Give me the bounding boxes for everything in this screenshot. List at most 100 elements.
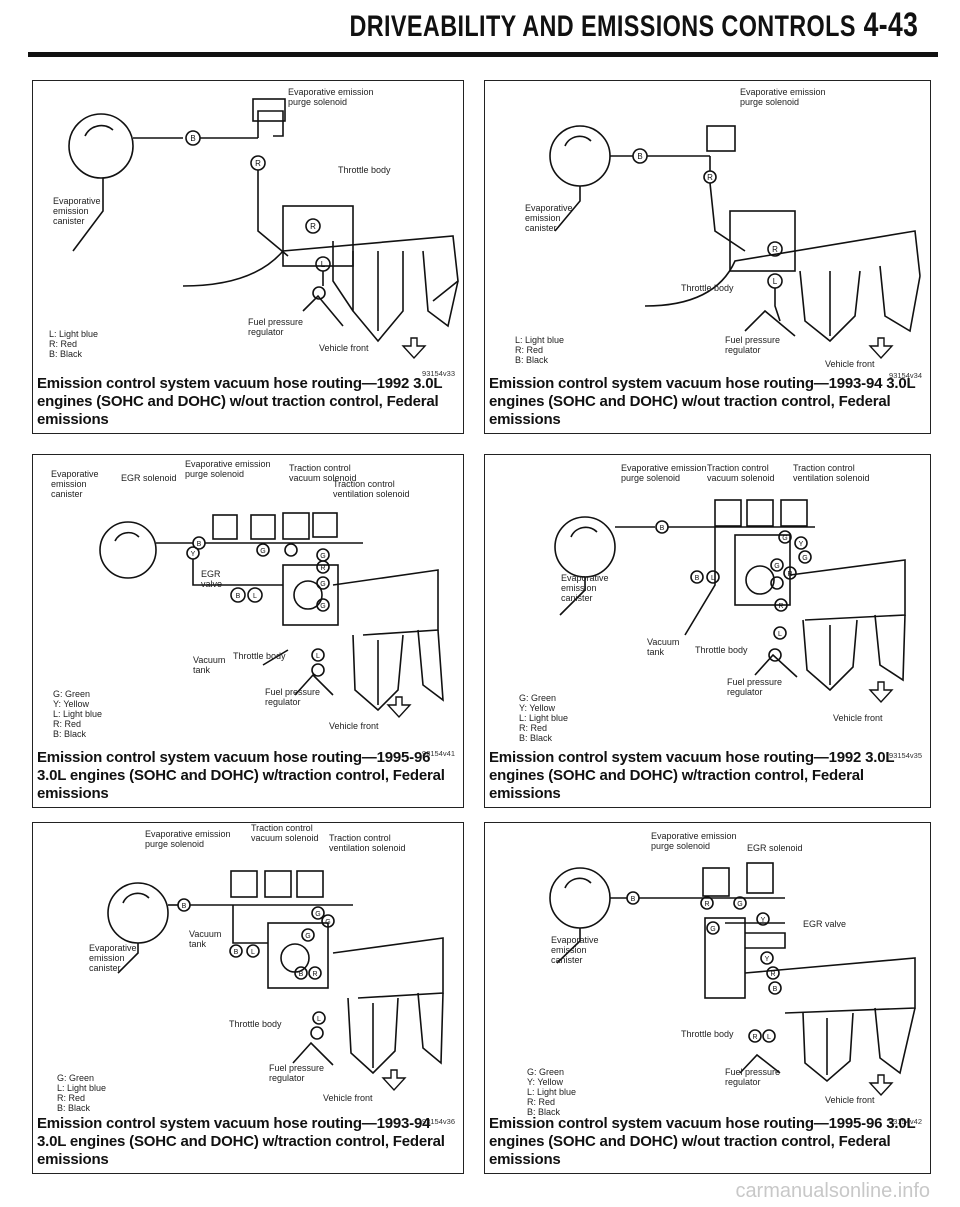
label-purge-solenoid: Evaporative emission purge solenoid: [185, 459, 271, 479]
label-vehicle-front: Vehicle front: [825, 1095, 875, 1105]
legend-item: R: Red: [57, 1093, 86, 1103]
legend-item: L: Light blue: [519, 713, 569, 723]
svg-text:L: L: [317, 1016, 321, 1023]
figure-caption: Emission control system vacuum hose rout…: [489, 749, 895, 802]
legend-item: R: Red: [49, 339, 78, 349]
svg-text:B: B: [631, 896, 636, 903]
svg-text:Y: Y: [191, 551, 196, 558]
label-fuel-pressure-regulator: Fuel pressure regulator: [269, 1063, 325, 1083]
svg-text:G: G: [774, 563, 779, 570]
label-fuel-pressure-regulator: Fuel pressure regulator: [265, 687, 321, 707]
svg-text:G: G: [710, 926, 715, 933]
figure-caption: Emission control system vacuum hose rout…: [37, 375, 443, 428]
svg-text:G: G: [320, 603, 325, 610]
watermark: carmanualsonline.info: [735, 1180, 930, 1202]
svg-text:B: B: [197, 541, 202, 548]
svg-text:R: R: [255, 159, 261, 168]
label-throttle-body: Throttle body: [338, 165, 391, 175]
color-legend: G: Green Y: Yellow L: Light blue R: Red …: [519, 693, 568, 743]
label-vehicle-front: Vehicle front: [329, 721, 379, 731]
svg-text:R: R: [704, 901, 709, 908]
svg-text:B: B: [299, 971, 304, 978]
svg-text:L: L: [778, 631, 782, 638]
label-canister: Evaporative emission canister: [525, 203, 573, 233]
figure-code: 93154v42: [889, 1117, 922, 1126]
svg-text:B: B: [236, 593, 241, 600]
legend-item: G: Green: [53, 689, 91, 699]
legend-item: B: Black: [527, 1107, 561, 1117]
svg-text:L: L: [253, 593, 257, 600]
legend-item: L: Light blue: [527, 1087, 577, 1097]
label-egr-solenoid: EGR solenoid: [121, 473, 177, 483]
label-canister: Evaporative emission canister: [551, 935, 599, 965]
svg-text:G: G: [737, 901, 742, 908]
legend-item: L: Light blue: [515, 335, 565, 345]
svg-text:B: B: [190, 134, 195, 143]
svg-text:L: L: [711, 575, 715, 582]
legend-item: R: Red: [527, 1097, 556, 1107]
label-traction-ventilation-solenoid: Traction control ventilation solenoid: [329, 833, 406, 853]
svg-text:R: R: [707, 173, 713, 182]
legend-item: L: Light blue: [49, 329, 99, 339]
color-legend: L: Light blue R: Red B: Black: [49, 329, 98, 359]
svg-text:B: B: [234, 949, 239, 956]
legend-item: G: Green: [57, 1073, 95, 1083]
svg-text:G: G: [305, 933, 310, 940]
svg-text:L: L: [767, 1034, 771, 1041]
color-legend: G: Green L: Light blue R: Red B: Black: [57, 1073, 106, 1113]
svg-text:R: R: [772, 245, 778, 254]
svg-text:R: R: [778, 603, 783, 610]
svg-text:B: B: [637, 152, 642, 161]
figure-caption: Emission control system vacuum hose rout…: [37, 1115, 445, 1168]
svg-text:G: G: [315, 911, 320, 918]
legend-item: B: Black: [49, 349, 83, 359]
label-fuel-pressure-regulator: Fuel pressure regulator: [727, 677, 783, 697]
figure-code: 93154v41: [422, 749, 455, 758]
label-throttle-body: Throttle body: [695, 645, 748, 655]
legend-item: R: Red: [53, 719, 82, 729]
label-throttle-body: Throttle body: [233, 651, 286, 661]
svg-text:G: G: [782, 535, 787, 542]
color-legend: L: Light blue R: Red B: Black: [515, 335, 564, 365]
label-canister: Evaporative emission canister: [89, 943, 137, 973]
figure-code: 93154v33: [422, 369, 455, 378]
legend-item: Y: Yellow: [527, 1077, 564, 1087]
svg-text:G: G: [320, 581, 325, 588]
label-canister: Evaporative emission canister: [561, 573, 609, 603]
svg-text:R: R: [320, 565, 325, 572]
svg-text:G: G: [325, 919, 330, 926]
label-egr-valve: EGR valve: [803, 919, 847, 929]
svg-text:Y: Y: [799, 541, 804, 548]
figure-code: 93154v36: [422, 1117, 455, 1126]
legend-item: Y: Yellow: [53, 699, 90, 709]
svg-text:L: L: [251, 949, 255, 956]
figure-caption: Emission control system vacuum hose rout…: [489, 1115, 916, 1168]
legend-item: B: Black: [57, 1103, 91, 1113]
legend-item: Y: Yellow: [519, 703, 556, 713]
svg-text:G: G: [802, 555, 807, 562]
svg-text:L: L: [773, 277, 778, 286]
legend-item: B: Black: [519, 733, 553, 743]
color-legend: G: Green Y: Yellow L: Light blue R: Red …: [527, 1067, 576, 1117]
label-throttle-body: Throttle body: [681, 1029, 734, 1039]
svg-text:G: G: [260, 548, 265, 555]
legend-item: L: Light blue: [53, 709, 103, 719]
label-vehicle-front: Vehicle front: [323, 1093, 373, 1103]
svg-text:G: G: [320, 553, 325, 560]
svg-text:L: L: [316, 653, 320, 660]
svg-text:Y: Y: [761, 917, 766, 924]
label-canister: Evaporative emission canister: [53, 196, 101, 226]
label-fuel-pressure-regulator: Fuel pressure regulator: [248, 317, 304, 337]
svg-text:R: R: [752, 1034, 757, 1041]
label-traction-vacuum-solenoid: Traction control vacuum solenoid: [251, 823, 319, 843]
legend-item: G: Green: [527, 1067, 565, 1077]
legend-item: R: Red: [515, 345, 544, 355]
